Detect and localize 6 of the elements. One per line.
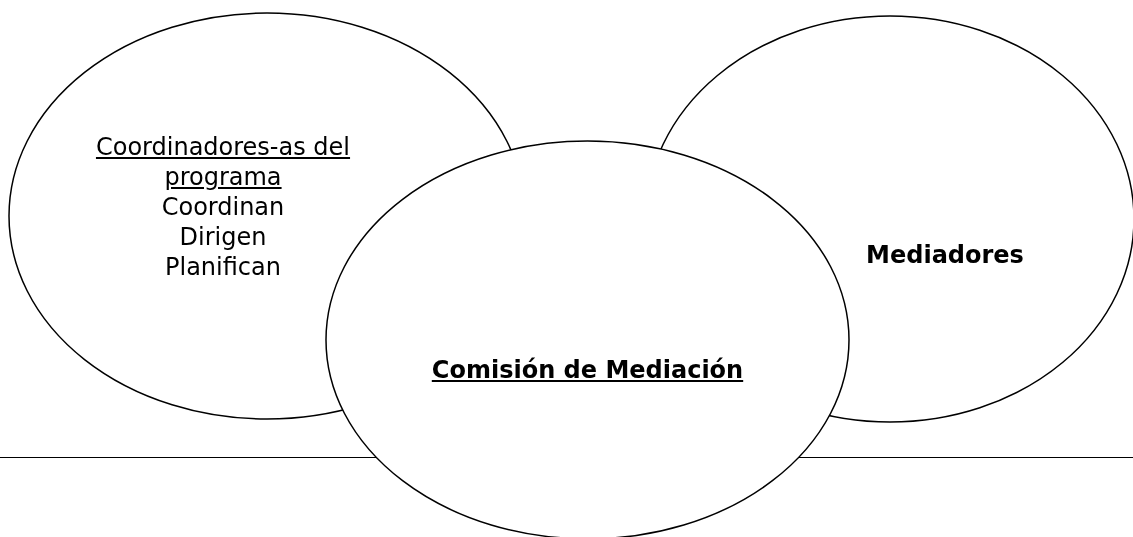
node-text: Dirigen — [179, 222, 267, 252]
node-heading: Comisión de Mediación — [430, 355, 745, 385]
node-heading: Coordinadores-as del programa — [94, 132, 352, 192]
node-text: Planifican — [165, 252, 281, 282]
node-heading: Mediadores — [866, 240, 1024, 270]
node-text: Coordinan — [161, 192, 285, 222]
